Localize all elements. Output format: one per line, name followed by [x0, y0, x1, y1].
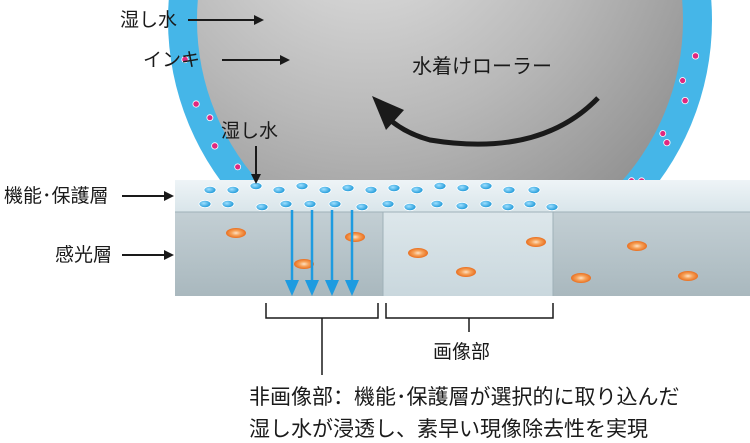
water-droplet [523, 199, 537, 208]
roller-name-label: 水着けローラー [412, 54, 552, 78]
label-dampening-water-roller: 湿し水 [120, 9, 177, 31]
left-labels: 湿し水 インキ 湿し水 機能･保護層 感光層 [4, 9, 290, 266]
ink-dot [192, 100, 200, 108]
printing-plate [175, 180, 750, 296]
caption-line-1: 非画像部：機能･保護層が選択的に取り込んだ [249, 385, 680, 409]
rotation-arrowhead-icon [372, 96, 404, 130]
ink-dot [663, 139, 671, 147]
water-droplet [387, 183, 401, 192]
ink-dot [679, 77, 686, 84]
ink-dot [659, 130, 667, 137]
water-droplet [328, 199, 342, 208]
photosensitive-particle [678, 271, 698, 281]
water-droplet [455, 201, 469, 210]
nonimage-bracket [265, 303, 379, 375]
photosensitive-particle [226, 228, 246, 238]
water-droplet [501, 202, 515, 211]
label-dampening-water-plate: 湿し水 [221, 120, 278, 142]
water-droplet [221, 199, 235, 208]
photosensitive-particle [627, 241, 647, 251]
caption-line-2: 湿し水が浸透し、素早い現像除去性を実現 [249, 417, 648, 441]
ink-dot [206, 114, 214, 122]
penetration-arrowhead-icon [345, 280, 359, 296]
ink-dot [234, 163, 242, 171]
water-droplet [381, 199, 395, 208]
penetration-arrows [285, 210, 359, 296]
water-droplet [430, 199, 444, 208]
water-droplet [502, 185, 516, 194]
water-droplet [456, 183, 470, 192]
water-droplet [318, 185, 332, 194]
water-droplet [303, 199, 317, 208]
region-brackets: 画像部 [265, 303, 554, 375]
water-droplet [403, 202, 417, 211]
water-droplet [410, 185, 424, 194]
label-photosensitive-layer: 感光層 [55, 244, 112, 266]
photosensitive-particle [408, 248, 428, 258]
ink-dot [681, 97, 689, 105]
water-droplet [279, 199, 293, 208]
ink-dot [211, 142, 219, 150]
label-image-area: 画像部 [433, 341, 490, 363]
water-droplet [364, 185, 378, 194]
water-droplet [479, 181, 493, 190]
water-droplet [272, 185, 286, 194]
image-area-bracket [385, 303, 554, 332]
water-droplet [527, 185, 541, 194]
water-droplet [479, 199, 493, 208]
photosensitive-layer-right [553, 212, 750, 296]
ink-dot [181, 55, 189, 64]
label-functional-protective-layer: 機能･保護層 [4, 185, 109, 207]
water-droplet [355, 202, 369, 211]
water-droplet [198, 199, 212, 208]
water-droplets [198, 181, 559, 211]
penetration-arrowhead-icon [285, 280, 299, 296]
water-droplet [249, 181, 263, 190]
water-droplet [341, 183, 355, 192]
label-ink: インキ [143, 49, 200, 71]
water-droplet [203, 185, 217, 194]
water-droplet [545, 202, 559, 211]
photosensitive-particle [571, 273, 591, 283]
photosensitive-particle [526, 237, 546, 247]
caption: 非画像部：機能･保護層が選択的に取り込んだ 湿し水が浸透し、素早い現像除去性を実… [249, 385, 680, 441]
photosensitive-particle [456, 267, 476, 277]
penetration-arrowhead-icon [325, 280, 339, 296]
water-droplet [226, 185, 240, 194]
water-droplet [255, 202, 269, 211]
photosensitive-particles [226, 228, 698, 283]
water-droplet [295, 181, 309, 190]
penetration-arrowhead-icon [305, 280, 319, 296]
ink-dot [691, 52, 700, 60]
rotation-arrow-icon [380, 96, 600, 147]
water-droplet [433, 181, 447, 190]
photosensitive-particle [345, 232, 365, 242]
photosensitive-particle [294, 259, 314, 269]
